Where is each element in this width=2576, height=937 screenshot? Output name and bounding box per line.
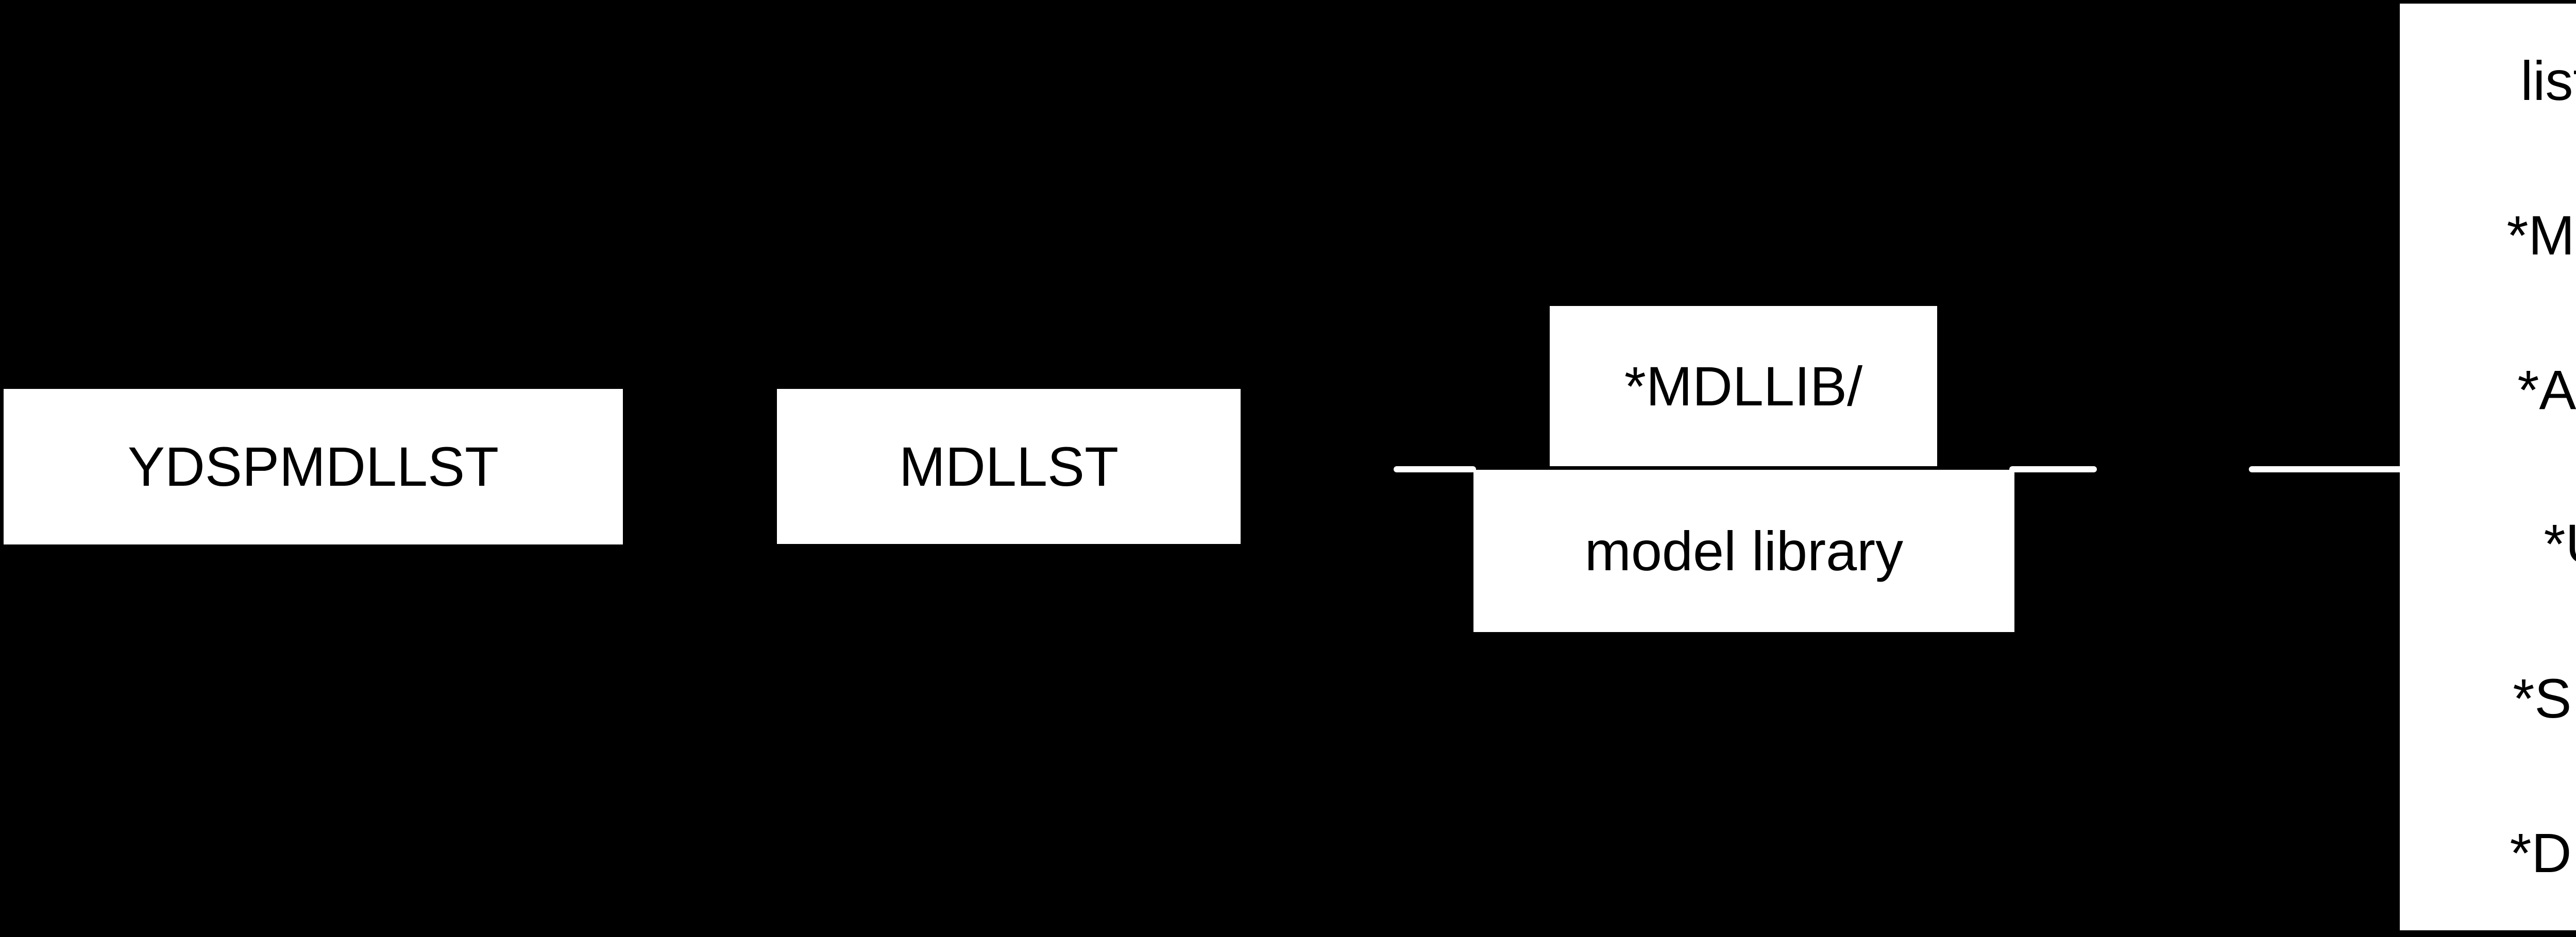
choice-item-list-name: list name [2520,49,2576,112]
rail-segment-after-library [2009,466,2097,472]
rail-segment-before-choices [2249,466,2403,472]
choice-item-allobj: *ALLOBJ [2517,358,2576,421]
choice-item-user: *USER [2544,513,2576,575]
rail-segment-before-library [1394,466,1476,472]
library-name-variable-label: model library [1584,519,1904,582]
library-qualifier-default-label: *MDLLIB/ [1624,354,1863,417]
command-name-label: YDSPMDLLST [127,435,499,498]
choice-item-select: *SELECT [2513,667,2576,730]
parameter-keyword-box: MDLLST [777,389,1241,544]
library-qualifier-default-box: *MDLLIB/ [1550,306,1937,466]
library-name-variable-box: model library [1473,470,2014,632]
parameter-keyword-label: MDLLST [899,435,1119,498]
command-name-box: YDSPMDLLST [4,389,623,544]
choice-item-dftcpy: *DFTCPY [2510,822,2576,884]
list-value-choice-group: list name *MDLPRF *ALLOBJ *USER *SELECT … [2400,4,2576,930]
choice-item-mdlprf: *MDLPRF [2506,203,2576,266]
